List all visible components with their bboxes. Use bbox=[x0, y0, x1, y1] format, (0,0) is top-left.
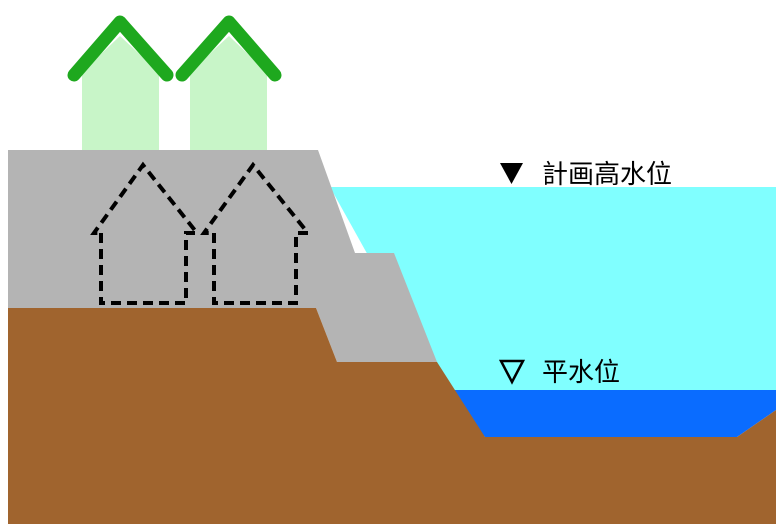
dashed-house-outline-right bbox=[200, 161, 313, 305]
filled-down-triangle-icon bbox=[500, 163, 523, 184]
ground bbox=[8, 308, 776, 524]
dashed-house-outline-left bbox=[90, 161, 202, 305]
house-left-roof bbox=[67, 15, 174, 82]
house-right-body bbox=[190, 72, 267, 150]
normal-water-text: 平水位 bbox=[542, 358, 620, 388]
planned-high-water-label: 計画高水位 bbox=[500, 160, 672, 190]
house-right-roof bbox=[175, 15, 282, 82]
planned-high-water-text: 計画高水位 bbox=[542, 160, 672, 190]
normal-water-area bbox=[443, 390, 776, 437]
normal-water-label: 平水位 bbox=[498, 358, 620, 388]
house-right bbox=[175, 15, 282, 150]
house-right-gable bbox=[190, 36, 267, 72]
planned-high-water-area bbox=[330, 187, 776, 390]
house-left-body bbox=[82, 72, 159, 150]
outline-down-triangle-icon bbox=[498, 359, 526, 385]
house-left bbox=[67, 15, 174, 150]
house-left-gable bbox=[82, 36, 159, 72]
